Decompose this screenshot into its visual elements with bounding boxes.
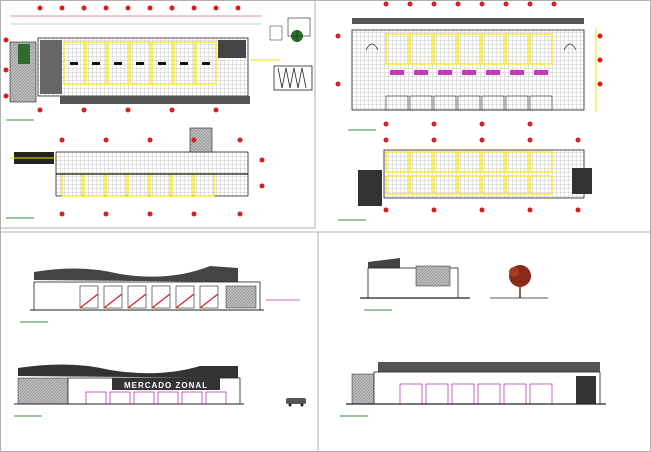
vehicle-icon <box>286 398 306 407</box>
first-floor-plan <box>3 5 313 121</box>
second-floor-plan <box>6 127 265 219</box>
first-floor-plan-variant <box>335 1 603 131</box>
elevation-sign: MERCADO ZONAL <box>124 381 208 390</box>
side-elevation: MERCADO ZONAL <box>14 364 306 417</box>
second-floor-plan-variant <box>338 137 592 221</box>
front-elevation <box>20 266 300 323</box>
cross-section <box>360 258 548 311</box>
longitudinal-section <box>340 362 606 417</box>
tree-icon <box>509 265 531 298</box>
tree-icon <box>291 30 303 42</box>
grid-bubbles <box>3 5 241 113</box>
stall-row <box>63 41 217 85</box>
